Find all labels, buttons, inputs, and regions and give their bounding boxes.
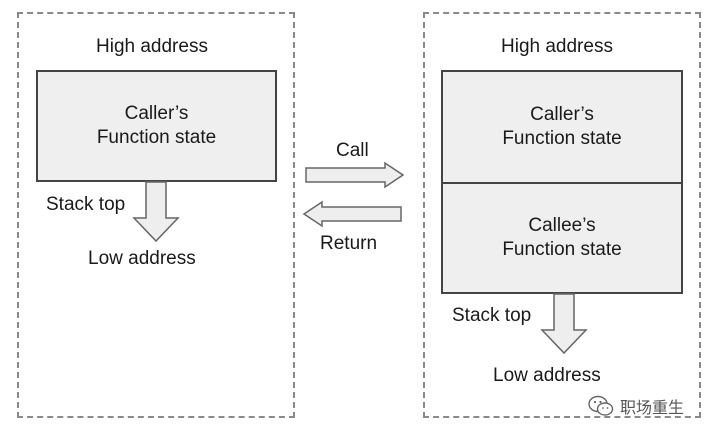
stack-top-label-left: Stack top [46, 194, 126, 215]
callee-frame-right-line2: Function state [502, 239, 622, 260]
caller-frame-right-line1: Caller’s [530, 104, 594, 125]
caller-frame-left: Caller’s Function state [36, 70, 277, 182]
caller-frame-left-line2: Function state [96, 127, 217, 148]
caller-frame-right: Caller’s Function state [441, 70, 683, 184]
call-label: Call [336, 140, 369, 161]
high-address-label-right: High address [501, 36, 613, 57]
caller-frame-right-line2: Function state [502, 128, 622, 149]
wechat-icon [588, 395, 614, 416]
low-address-label-right: Low address [493, 365, 601, 386]
low-address-label-left: Low address [88, 248, 196, 269]
watermark: 职场重生 [588, 394, 684, 418]
caller-frame-left-line1: Caller’s [124, 103, 189, 124]
callee-frame-right-line1: Callee’s [528, 215, 596, 236]
stack-top-label-right: Stack top [452, 305, 532, 326]
stack-panel-after-call [423, 12, 701, 418]
call-arrow [305, 161, 405, 189]
stack-panel-before-call [17, 12, 295, 418]
callee-frame-right: Callee’s Function state [441, 182, 683, 294]
stack-top-arrow-left [132, 181, 180, 243]
stack-top-arrow-right [540, 293, 588, 355]
watermark-text: 职场重生 [620, 400, 685, 417]
return-label: Return [320, 233, 378, 254]
high-address-label-left: High address [96, 36, 208, 57]
return-arrow [302, 200, 402, 228]
